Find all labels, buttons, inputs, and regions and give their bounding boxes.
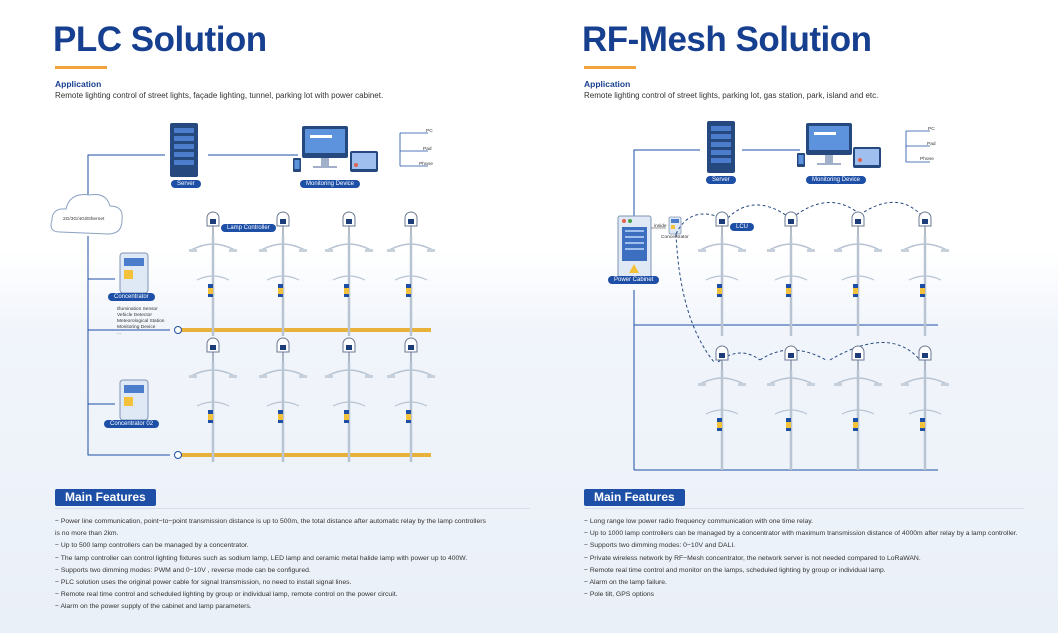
rf-pad-label: Pad: [927, 142, 936, 147]
list-item: − Up to 500 lamp controllers can be mana…: [55, 542, 249, 550]
plc-monitor-icon: [293, 126, 378, 172]
cloud-icon: [50, 194, 123, 235]
list-item: − Long range low power radio frequency c…: [584, 518, 814, 525]
plc-title: PLC Solution: [53, 20, 267, 59]
plc-pad-label: Pad: [423, 147, 432, 152]
plc-title-underline: [55, 66, 107, 69]
list-item: − Private wireless network by RF−Mesh co…: [584, 554, 921, 562]
list-item: − Power line communication, point−to−poi…: [55, 518, 486, 525]
plc-power-cable-1: [178, 328, 431, 332]
plc-monitoring-label: Monitoring Device: [300, 180, 361, 188]
list-item: − The lamp controller can control lighti…: [55, 554, 468, 562]
sensor-more: ...: [117, 331, 121, 336]
rf-mesh-links: [675, 201, 925, 363]
list-item: − Remote real time control and monitor o…: [584, 566, 886, 574]
rf-server-icon: [707, 121, 735, 173]
rf-features-divider: [584, 508, 1024, 509]
rf-title-underline: [584, 66, 636, 69]
plc-phone-label: Phone: [419, 162, 433, 167]
concentrator02-label: Concentrator 02: [104, 420, 160, 428]
plc-application-text: Remote lighting control of street lights…: [55, 91, 384, 100]
rf-server-label: Server: [706, 176, 736, 184]
list-item: is no more than 2km.: [55, 530, 119, 538]
cloud-label: 2G/3G/4G/Ethernet: [63, 217, 105, 222]
plc-pc-label: PC: [426, 129, 433, 134]
rf-inside-label: inside: [654, 224, 667, 229]
rf-monitor-icon: [797, 123, 881, 168]
rf-phone-label: Phone: [920, 157, 934, 162]
rf-pc-label: PC: [928, 127, 935, 132]
sensor-meteorological: Meteorological Station: [117, 319, 165, 324]
sensor-vehicle: Vehicle Detector: [117, 313, 152, 318]
rf-features-badge: Main Features: [584, 489, 685, 506]
rf-application-text: Remote lighting control of street lights…: [584, 91, 879, 100]
list-item: − Pole tilt, GPS options: [584, 591, 655, 599]
rf-concentrator-icon: [668, 216, 682, 235]
rf-features-list: − Long range low power radio frequency c…: [584, 516, 1018, 601]
concentrator-label: Concentrator: [108, 293, 155, 301]
rf-monitoring-label: Monitoring Device: [806, 176, 867, 184]
plc-features-badge: Main Features: [55, 489, 156, 506]
plc-server-icon: [170, 123, 198, 177]
lcu-label: LCU: [730, 223, 755, 231]
plc-power-cable-2: [178, 453, 431, 457]
plc-server-label: Server: [171, 180, 201, 188]
plc-features-divider: [55, 508, 530, 509]
power-cabinet-icon: [617, 215, 652, 279]
sensor-monitoring: Monitoring Device: [117, 325, 156, 330]
list-item: − Alarm on the power supply of the cabin…: [55, 603, 252, 611]
rf-title: RF-Mesh Solution: [582, 20, 872, 59]
list-item: − Supports two dimming modes: 0−10V and …: [584, 542, 736, 550]
rf-concentrator-label: Concentrator: [661, 235, 689, 240]
plc-features-list: − Power line communication, point−to−poi…: [55, 516, 486, 614]
list-item: − Supports two dimming modes: PWM and 0−…: [55, 566, 311, 574]
list-item: − Up to 1000 lamp controllers can be man…: [584, 530, 1018, 538]
list-item: − Alarm on the lamp failure.: [584, 579, 667, 587]
rf-application-heading: Application: [584, 79, 631, 89]
list-item: − PLC solution uses the original power c…: [55, 579, 352, 587]
lamp-controller-label: Lamp Controller: [221, 224, 276, 232]
list-item: − Remote real time control and scheduled…: [55, 591, 398, 599]
plc-application-heading: Application: [55, 79, 102, 89]
sensor-illumination: Illumination Sensor: [117, 307, 158, 312]
plc-concentrator02-icon: [119, 379, 149, 421]
plc-concentrator-icon: [119, 252, 149, 294]
power-cabinet-label: Power Cabinet: [608, 276, 660, 284]
